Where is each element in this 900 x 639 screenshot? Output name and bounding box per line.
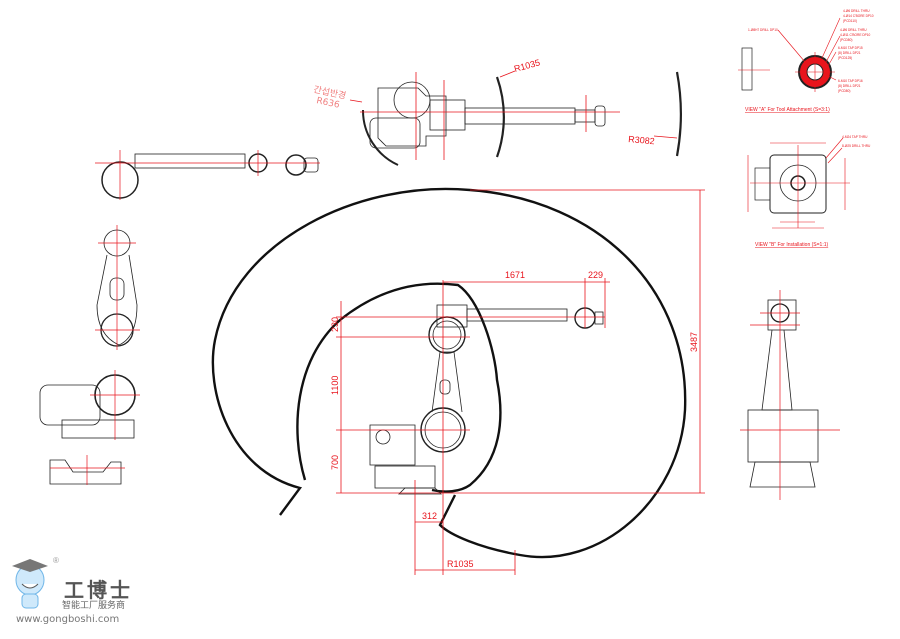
view-a-note: 6-M10 TAP DP16: [838, 79, 863, 83]
view-b-drawing: 4-M24 TAP THRU 8-Ø25 DRILL THRU VIEW "B"…: [747, 135, 871, 248]
view-a-title: VIEW "A" For Tool Attachment (S=3:1): [745, 107, 830, 113]
work-envelope: [211, 187, 687, 559]
view-a-note: (PCD110): [843, 19, 857, 23]
top-view-centerlines: [349, 70, 678, 160]
left-side-views: [39, 153, 319, 485]
dim-312: 312: [422, 511, 437, 521]
logo-brand: 工博士: [64, 578, 133, 602]
view-a-note: 4-Ø6 DRILL THRU: [840, 28, 867, 32]
view-a-note: 6-M10 TAP DP15: [838, 46, 863, 50]
view-b-note: 8-Ø25 DRILL THRU: [842, 144, 871, 148]
top-view: [361, 71, 682, 166]
view-b-title: VIEW "B" For Installation (S=1:1): [755, 242, 828, 248]
logo-mascot-icon: [12, 559, 48, 609]
view-a-note: 4-Ø11 C'BORE DP10: [840, 33, 871, 37]
view-a-note: 1-Ø8H7 DRILL DP10: [748, 28, 778, 32]
view-b-note: 4-M24 TAP THRU: [842, 135, 868, 139]
view-a-note: (PCD125): [838, 56, 852, 60]
dim-230: 230: [330, 317, 340, 332]
dim-r1035: R1035: [447, 559, 474, 569]
dim-229: 229: [588, 270, 603, 280]
r636-label: R636: [315, 96, 340, 111]
view-a-note: (8) DRILL DP21: [838, 84, 861, 88]
view-a-note: (PCD80): [838, 89, 850, 93]
main-robot-side-view: [369, 304, 604, 495]
right-side-view: [747, 299, 819, 488]
view-a-note: 4-Ø14 C'BORE DP10: [843, 14, 874, 18]
view-a-note: 4-Ø6 DRILL THRU: [843, 9, 870, 13]
gongboshi-logo: ® 工博士 智能工厂服务商 www.gongboshi.com: [8, 556, 168, 636]
view-a-drawing: 1-Ø8H7 DRILL DP10 4-Ø6 DRILL THRU 4-Ø14 …: [738, 9, 874, 113]
logo-url: www.gongboshi.com: [16, 614, 120, 625]
dim-3487: 3487: [689, 332, 699, 352]
dim-1100: 1100: [330, 376, 340, 395]
left-views-centerlines: [50, 150, 320, 485]
view-a-note: (8) DRILL DP21: [838, 51, 861, 55]
main-dimension-lines: [336, 189, 705, 575]
dim-700: 700: [330, 455, 340, 470]
dim-1671: 1671: [505, 270, 525, 280]
view-a-note: (PCD80): [840, 38, 852, 42]
r1035-top-label: R1035: [513, 57, 541, 74]
logo-subtitle: 智能工厂服务商: [62, 601, 126, 611]
r3082-label: R3082: [628, 134, 655, 146]
right-view-centerlines: [740, 290, 840, 500]
registered-mark: ®: [53, 556, 59, 565]
